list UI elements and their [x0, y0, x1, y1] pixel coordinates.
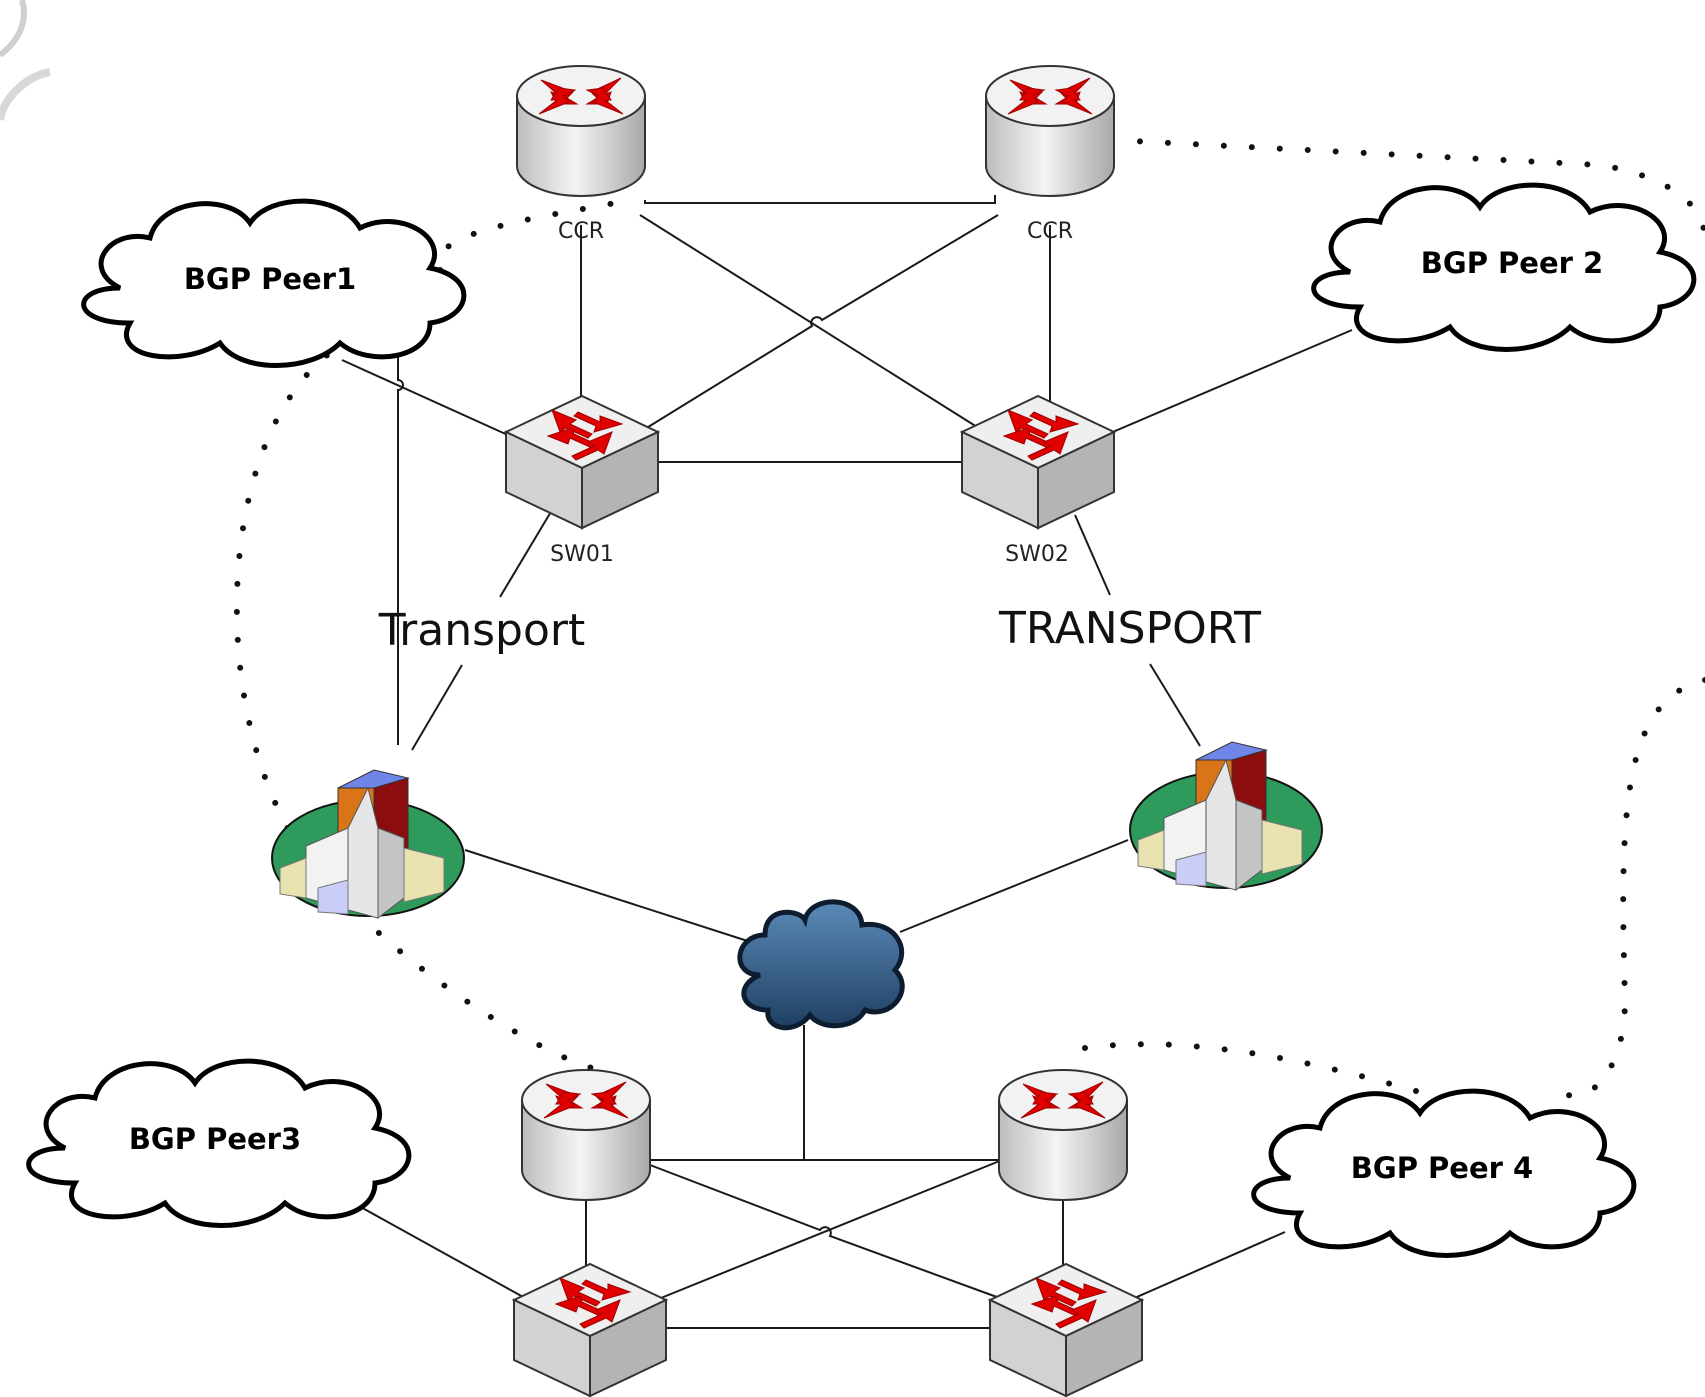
router-icon [521, 1069, 651, 1201]
internet-cloud-icon [737, 899, 905, 1031]
switch-icon [505, 395, 659, 529]
router-icon [516, 65, 646, 197]
router-ccr-right[interactable] [985, 65, 1115, 197]
switch-sw02[interactable] [961, 395, 1115, 529]
router-ccr-left-label: CCR [558, 219, 604, 244]
site-left[interactable] [271, 769, 465, 919]
switch-bottom-left[interactable] [513, 1263, 667, 1397]
bgp-peer2-label: BGP Peer 2 [1421, 246, 1603, 280]
bgp-peer4-cloud[interactable]: BGP Peer 4 [1254, 1091, 1634, 1255]
switch-icon [989, 1263, 1143, 1397]
router-icon [998, 1069, 1128, 1201]
bgp-peer2-cloud[interactable]: BGP Peer 2 [1314, 185, 1694, 349]
bgp-peer3-label: BGP Peer3 [129, 1122, 301, 1156]
building-site-icon [271, 769, 465, 919]
network-links [341, 195, 1353, 1329]
page-edge-decoration [0, 0, 27, 58]
switch-bottom-right[interactable] [989, 1263, 1143, 1397]
bgp-peer1-label: BGP Peer1 [184, 262, 356, 296]
switch-sw02-label: SW02 [1005, 542, 1069, 567]
transport-right-label: TRANSPORT [998, 603, 1261, 654]
bgp-session-dotted-lines [233, 137, 1705, 1113]
site-right[interactable] [1129, 741, 1323, 891]
switch-icon [961, 395, 1115, 529]
router-bottom-left[interactable] [521, 1069, 651, 1201]
router-ccr-left[interactable] [516, 65, 646, 197]
bgp-peer4-label: BGP Peer 4 [1351, 1151, 1533, 1185]
internet-cloud[interactable] [737, 899, 905, 1031]
switch-icon [513, 1263, 667, 1397]
router-ccr-right-label: CCR [1027, 219, 1073, 244]
switch-sw01-label: SW01 [550, 542, 614, 567]
switch-sw01[interactable] [505, 395, 659, 529]
router-icon [985, 65, 1115, 197]
bgp-peer1-cloud[interactable]: BGP Peer1 [84, 201, 464, 365]
bgp-peer3-cloud[interactable]: BGP Peer3 [29, 1061, 409, 1225]
page-edge-decoration-2 [0, 68, 51, 121]
router-bottom-right[interactable] [998, 1069, 1128, 1201]
transport-left-label: Transport [378, 605, 585, 656]
building-site-icon [1129, 741, 1323, 891]
